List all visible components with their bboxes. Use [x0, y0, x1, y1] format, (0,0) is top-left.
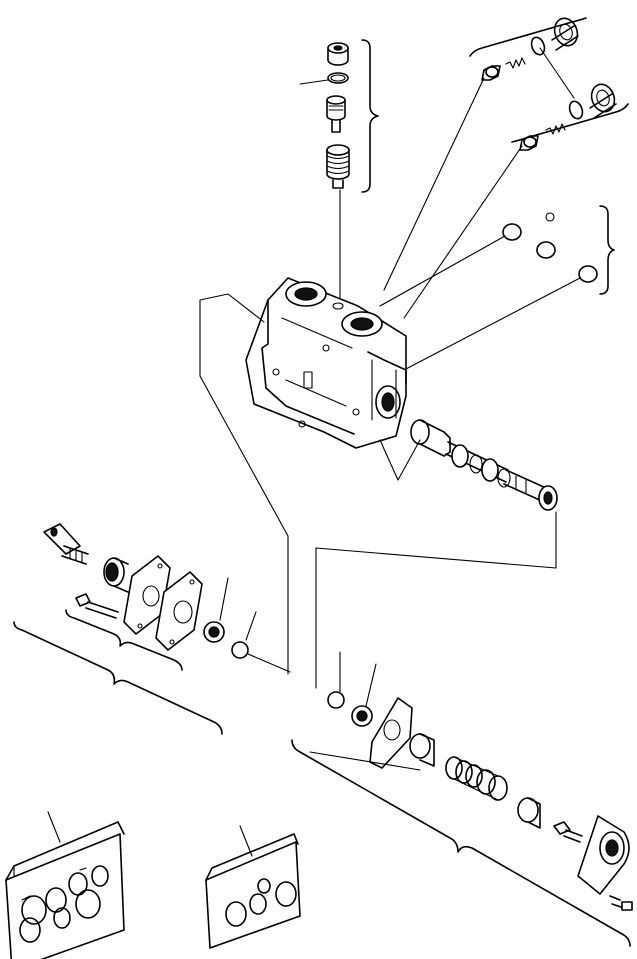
- left-end-cap-assembly: [13, 523, 291, 735]
- o-ring-set-right: [379, 205, 615, 371]
- leader-line: [403, 145, 523, 319]
- leader-line: [315, 511, 557, 689]
- right-end-cap-assembly: [291, 651, 633, 947]
- seal-kit-small: [205, 825, 301, 949]
- check-valve-lower: [511, 47, 629, 151]
- check-valve-upper: [469, 17, 587, 81]
- valve-body: [245, 277, 407, 449]
- relief-valve-stack: [299, 39, 379, 193]
- spool: [410, 419, 558, 511]
- leader-line: [199, 293, 289, 675]
- seal-kit-large: [5, 811, 125, 959]
- leader-line: [383, 77, 485, 291]
- leader-line: [379, 439, 421, 481]
